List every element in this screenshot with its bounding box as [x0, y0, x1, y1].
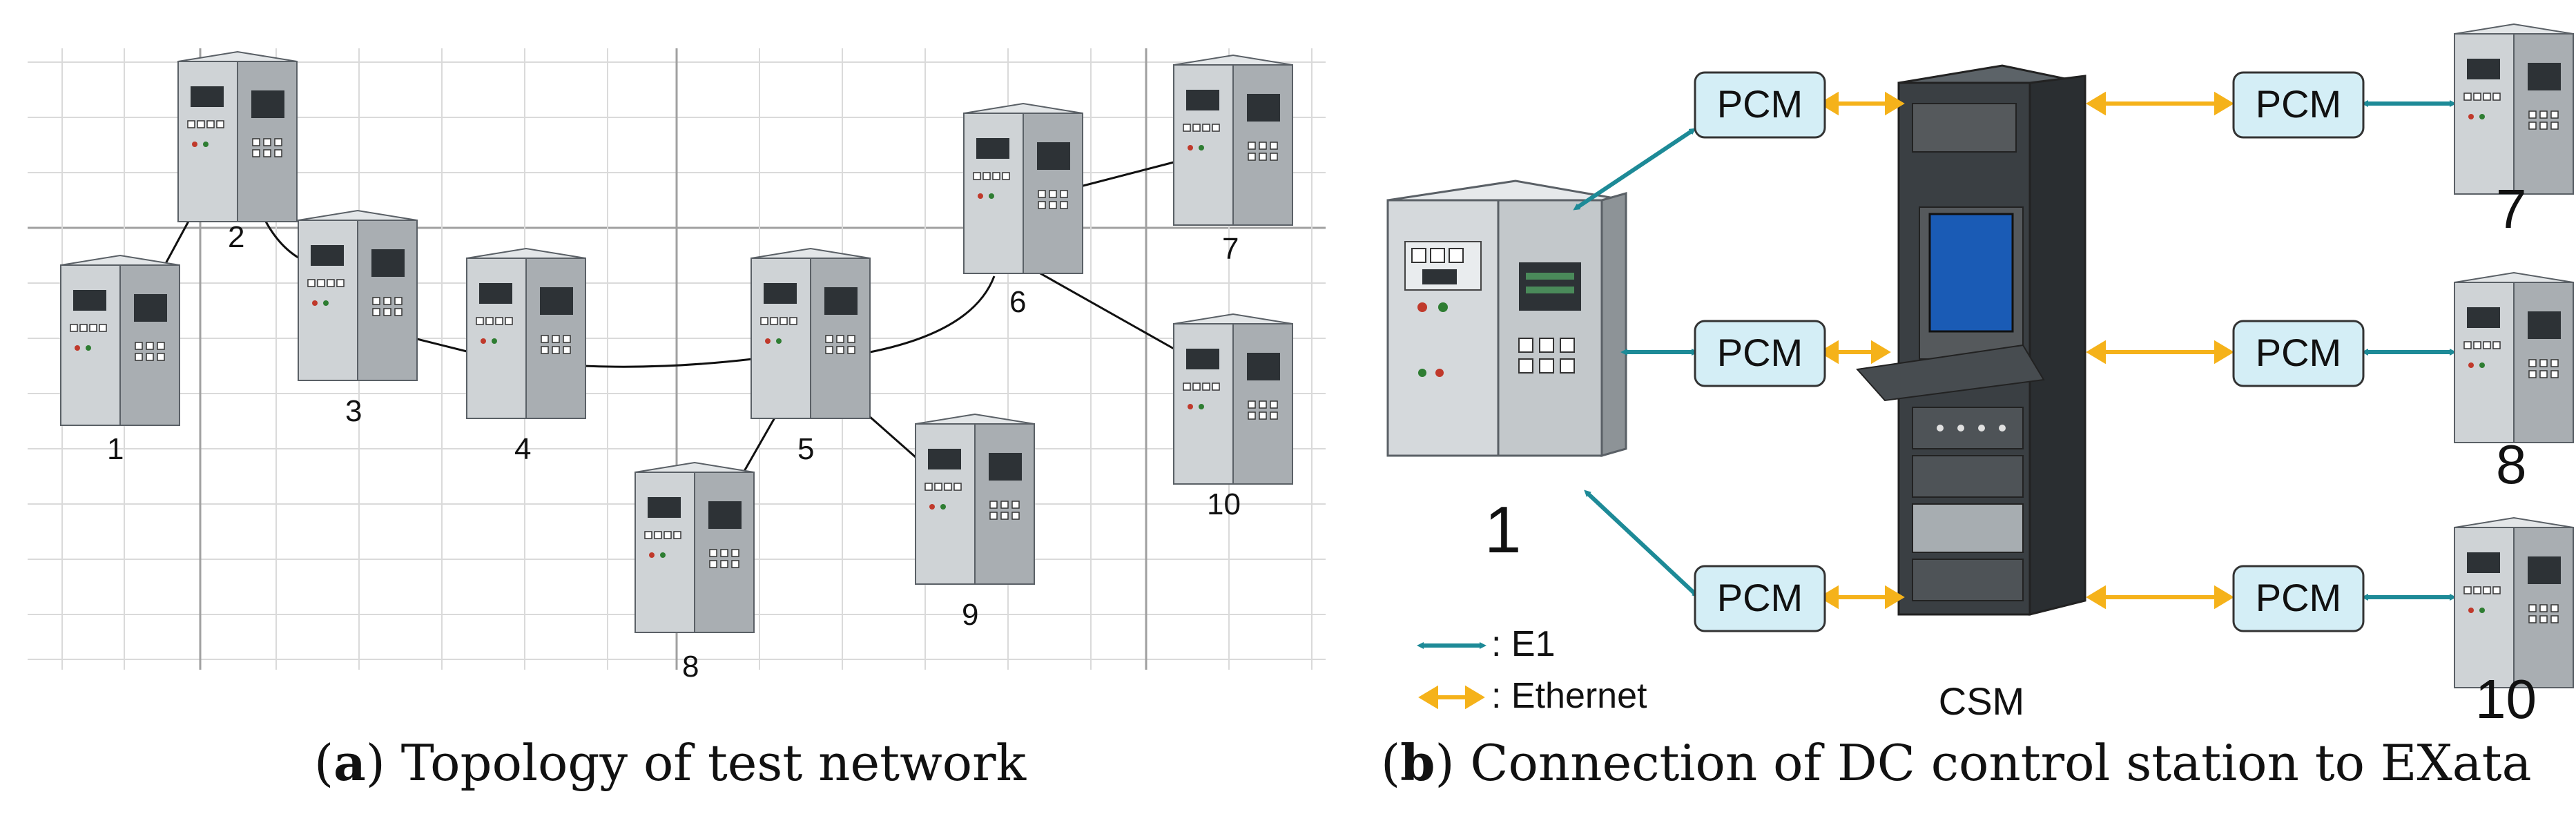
node-labels: 1 2 3 4 5 6 7 8 9 10: [107, 220, 1241, 684]
node-label-9: 9: [962, 598, 978, 632]
node-label-7: 7: [1222, 232, 1239, 266]
pcm-right-bot-label: PCM: [2256, 576, 2341, 619]
node-label-5: 5: [797, 432, 814, 466]
link-3-4: [414, 337, 470, 353]
station-8-label: 8: [2496, 434, 2527, 495]
node-label-1: 1: [107, 432, 124, 466]
csm-label: CSM: [1939, 679, 2024, 723]
station-cabinet-7: [1173, 55, 1293, 226]
legend-ethernet-arrow: [1418, 685, 1485, 710]
station-cabinet-8: [635, 462, 755, 633]
station-cabinet-6: [963, 103, 1083, 274]
caption-a-text: Topology of test network: [401, 734, 1027, 792]
e1-link-1-pcm-bot: [1584, 490, 1699, 598]
caption-b-text: Connection of DC control station to EXat…: [1470, 734, 2531, 792]
node-label-4: 4: [514, 432, 531, 466]
station-1-label: 1: [1484, 493, 1521, 567]
link-5-6: [869, 275, 996, 353]
link-6-7: [1080, 161, 1174, 188]
station-cabinet-1: [60, 255, 180, 426]
pcm-left-bot: PCM: [1694, 565, 1826, 632]
legend: : E1 : Ethernet: [1417, 624, 1647, 716]
pcm-right-top-label: PCM: [2256, 82, 2341, 126]
pcm-right-top: PCM: [2232, 71, 2365, 139]
caption-b-letter: b: [1400, 733, 1435, 792]
pcm-right-mid-label: PCM: [2256, 331, 2341, 374]
node-label-3: 3: [345, 394, 362, 428]
pcm-left-mid: PCM: [1694, 320, 1826, 387]
station-cabinet-right-8: [2454, 272, 2574, 443]
pcm-left-top-label: PCM: [1717, 82, 1803, 126]
node-label-2: 2: [228, 220, 244, 254]
pcm-left-bot-label: PCM: [1717, 576, 1803, 619]
panel-b-connection: 1 CSM: [1381, 23, 2574, 792]
station-cabinet-large-1: [1386, 180, 1627, 457]
station-cabinet-9: [915, 414, 1035, 585]
link-5-9: [862, 409, 922, 464]
station-cabinet-2: [177, 51, 298, 222]
ethernet-links: [1819, 91, 2234, 610]
pcm-right-mid: PCM: [2232, 320, 2365, 387]
legend-e1-label: : E1: [1491, 624, 1556, 664]
csm-rack: [1856, 64, 2086, 616]
pcm-left-mid-label: PCM: [1717, 331, 1803, 374]
station-7-label: 7: [2496, 178, 2527, 240]
station-cabinet-right-7: [2454, 23, 2574, 195]
caption-a-letter: a: [333, 733, 366, 792]
station-cabinet-4: [466, 248, 586, 419]
station-10-label: 10: [2475, 668, 2537, 730]
node-label-6: 6: [1009, 285, 1026, 319]
legend-ethernet-label: : Ethernet: [1491, 676, 1647, 716]
link-4-5: [583, 358, 753, 368]
panel-a-topology: 1 2 3 4 5 6 7 8 9 10 (a) Topology of tes…: [28, 48, 1326, 792]
pcm-left-top: PCM: [1694, 71, 1826, 139]
link-6-10: [1038, 271, 1174, 350]
node-label-8: 8: [682, 650, 699, 684]
e1-links: [1573, 100, 2457, 601]
caption-b: (b) Connection of DC control station to …: [1381, 733, 2532, 792]
station-cabinet-right-10: [2454, 517, 2574, 688]
station-cabinet-5: [750, 248, 871, 419]
station-cabinet-10: [1173, 313, 1293, 485]
station-cabinet-3: [298, 210, 418, 381]
pcm-right-bot: PCM: [2232, 565, 2365, 632]
caption-a: (a) Topology of test network: [314, 733, 1027, 792]
node-label-10: 10: [1207, 487, 1241, 521]
e1-link-1-pcm-top: [1573, 128, 1696, 211]
